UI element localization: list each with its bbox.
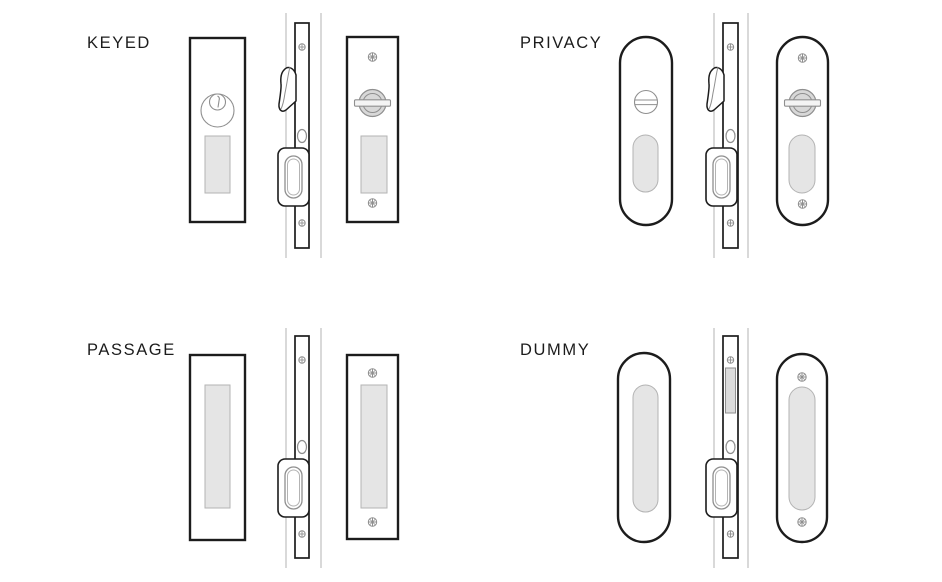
screw-icon bbox=[726, 43, 735, 51]
keyed-inside-plate bbox=[345, 35, 400, 224]
privacy-section bbox=[618, 13, 830, 258]
screw-icon bbox=[797, 517, 807, 527]
passage-inside-plate bbox=[345, 353, 400, 541]
edge-pull bbox=[277, 147, 310, 207]
flush-pull-recess bbox=[204, 384, 231, 509]
screw-icon bbox=[298, 530, 306, 538]
hook-latch-icon bbox=[706, 66, 725, 112]
section-label-dummy: DUMMY bbox=[520, 341, 591, 359]
key-cylinder-icon bbox=[200, 93, 235, 128]
spindle-hole bbox=[296, 439, 308, 455]
dummy-inside-plate bbox=[775, 352, 829, 544]
passage-door-edge bbox=[277, 328, 322, 568]
spindle-hole bbox=[725, 439, 736, 455]
plate-face bbox=[618, 35, 674, 227]
screw-icon bbox=[726, 530, 735, 538]
flush-pull-recess bbox=[360, 135, 388, 194]
plate-face bbox=[345, 35, 400, 224]
edge-pull bbox=[705, 147, 738, 207]
flush-pull-recess bbox=[788, 134, 816, 194]
keyed-door-edge bbox=[277, 13, 322, 258]
spindle-hole bbox=[296, 128, 308, 144]
keyed-section bbox=[188, 13, 400, 258]
passage-outside-plate bbox=[188, 353, 247, 542]
filler-plate bbox=[725, 367, 736, 414]
flush-pull-recess bbox=[632, 134, 659, 193]
hook-latch-icon bbox=[278, 66, 297, 112]
edge-pull bbox=[705, 458, 738, 518]
screw-icon bbox=[726, 219, 735, 227]
screw-icon bbox=[367, 198, 378, 208]
privacy-outside-plate bbox=[618, 35, 674, 227]
dummy-section bbox=[616, 328, 829, 568]
edge-pull bbox=[277, 458, 310, 518]
section-label-keyed: KEYED bbox=[87, 34, 151, 52]
flush-pull-recess bbox=[632, 384, 659, 513]
screw-icon bbox=[298, 219, 306, 227]
passage-section bbox=[188, 328, 400, 568]
spindle-hole bbox=[725, 128, 736, 144]
screw-icon bbox=[797, 199, 808, 209]
keyed-outside-plate bbox=[188, 36, 247, 224]
screw-icon bbox=[298, 43, 306, 51]
emergency-release-icon bbox=[633, 89, 659, 115]
screw-icon bbox=[367, 517, 378, 527]
flush-pull-recess bbox=[204, 135, 231, 194]
dummy-outside-plate bbox=[616, 351, 672, 544]
screw-icon bbox=[367, 368, 378, 378]
section-label-passage: PASSAGE bbox=[87, 341, 176, 359]
plate-face bbox=[188, 36, 247, 224]
screw-icon bbox=[726, 356, 735, 364]
privacy-inside-plate bbox=[775, 35, 830, 227]
screw-icon bbox=[298, 356, 306, 364]
flush-pull-recess bbox=[788, 386, 816, 511]
dummy-door-edge bbox=[705, 328, 749, 568]
privacy-door-edge bbox=[705, 13, 749, 258]
flush-pull-recess bbox=[360, 384, 388, 509]
section-label-privacy: PRIVACY bbox=[520, 34, 603, 52]
plate-face bbox=[775, 35, 830, 227]
screw-icon bbox=[367, 52, 378, 62]
screw-icon bbox=[797, 372, 807, 382]
screw-icon bbox=[797, 53, 808, 63]
